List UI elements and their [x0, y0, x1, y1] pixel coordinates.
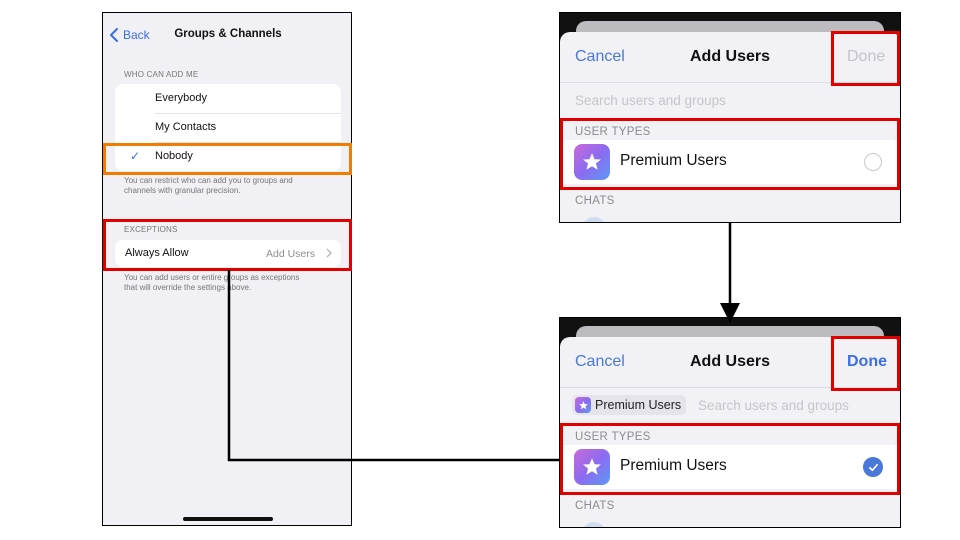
radio-empty-icon[interactable]	[864, 153, 882, 171]
exceptions-header: EXCEPTIONS	[124, 225, 178, 234]
chevron-left-icon	[110, 28, 118, 42]
add-users-after-screen: Cancel Add Users Done Premium Users Sear…	[559, 317, 901, 528]
cancel-button[interactable]: Cancel	[575, 48, 625, 65]
home-indicator	[183, 517, 273, 521]
groups-channels-screen: Back Groups & Channels WHO CAN ADD ME Ev…	[102, 12, 352, 526]
premium-users-row[interactable]: Premium Users	[560, 140, 900, 184]
back-label: Back	[123, 28, 150, 42]
page-title: Groups & Channels	[174, 28, 282, 40]
exceptions-highlight	[103, 219, 352, 271]
divider	[155, 142, 341, 143]
premium-row-highlight	[560, 423, 900, 495]
done-button[interactable]: Done	[847, 353, 887, 370]
who-can-add-header: WHO CAN ADD ME	[124, 70, 199, 79]
option-my-contacts[interactable]: My Contacts	[155, 121, 217, 133]
add-users-value: Add Users	[266, 248, 316, 260]
done-highlight	[831, 31, 900, 86]
who-can-add-options: Everybody My Contacts ✓ Nobody	[115, 84, 341, 171]
divider	[155, 113, 341, 114]
always-allow-row[interactable]: Always Allow Add Users	[115, 240, 341, 267]
chip-label: Premium Users	[595, 398, 682, 412]
avatar	[582, 217, 606, 222]
nobody-highlight	[103, 143, 352, 175]
always-allow-label: Always Allow	[125, 247, 189, 259]
add-users-sheet: Cancel Add Users Done Premium Users Sear…	[560, 337, 900, 527]
sheet-title: Add Users	[689, 353, 771, 370]
premium-row-highlight	[560, 118, 900, 190]
chats-header: CHATS	[575, 500, 615, 512]
radio-checked-icon[interactable]	[863, 457, 883, 477]
premium-users-label: Premium Users	[620, 152, 727, 169]
option-everybody[interactable]: Everybody	[155, 92, 207, 104]
search-input[interactable]: Search users and groups	[575, 93, 726, 108]
avatar	[582, 522, 606, 527]
user-types-header: USER TYPES	[575, 431, 651, 443]
exceptions-footnote: You can add users or entire groups as ex…	[124, 273, 300, 292]
add-users-before-screen: Cancel Add Users Done Search users and g…	[559, 12, 901, 223]
premium-users-row[interactable]: Premium Users	[560, 445, 900, 489]
premium-star-icon	[574, 144, 610, 180]
premium-users-label: Premium Users	[620, 457, 727, 474]
premium-users-chip[interactable]: Premium Users	[572, 395, 687, 415]
option-nobody[interactable]: Nobody	[155, 150, 193, 162]
done-button[interactable]: Done	[847, 48, 886, 65]
premium-star-icon	[574, 449, 610, 485]
user-types-header: USER TYPES	[575, 126, 651, 138]
sheet-title: Add Users	[689, 48, 771, 65]
done-highlight	[831, 336, 900, 391]
divider	[560, 82, 900, 83]
options-footnote: You can restrict who can add you to grou…	[124, 176, 293, 195]
chevron-right-icon	[326, 248, 332, 258]
search-input[interactable]: Search users and groups	[698, 398, 849, 413]
cancel-button[interactable]: Cancel	[575, 353, 625, 370]
divider	[560, 387, 900, 388]
back-button[interactable]: Back	[109, 28, 150, 42]
chats-header: CHATS	[575, 195, 615, 207]
checkmark-icon: ✓	[130, 149, 141, 163]
premium-star-icon	[575, 397, 591, 413]
add-users-sheet: Cancel Add Users Done Search users and g…	[560, 32, 900, 222]
